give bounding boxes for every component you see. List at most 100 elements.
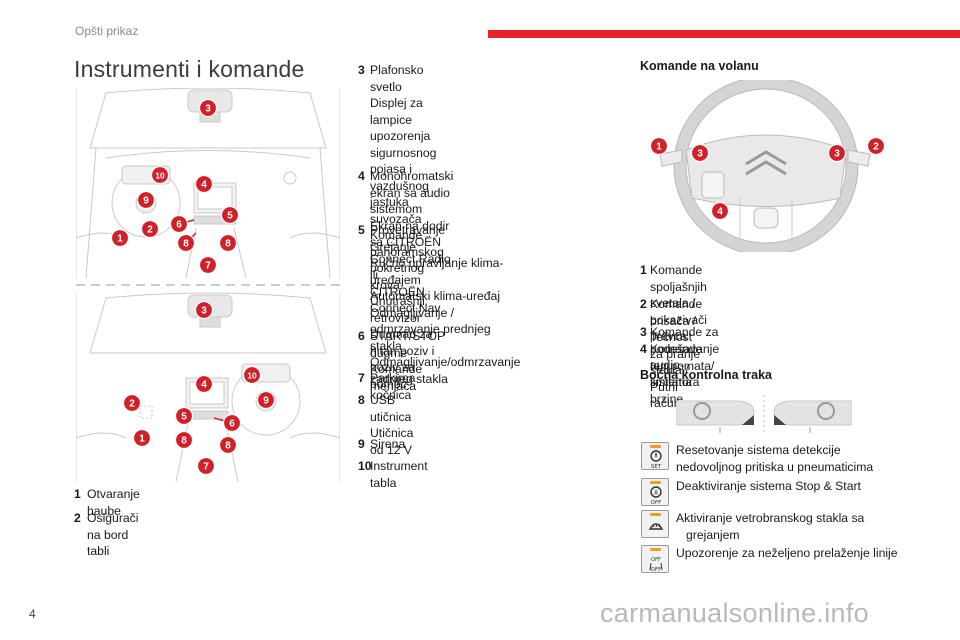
legend-num: 4: [358, 169, 365, 183]
callout-circle: [690, 143, 710, 163]
legend-num: 7: [358, 371, 365, 385]
legend-line: Parkirna kočnica: [370, 371, 416, 402]
tyre-pressure-icon: SET: [641, 442, 669, 470]
steering-line: Komande tempomata/ limitatora brzine: [650, 342, 715, 406]
callout-label: 4: [201, 180, 207, 191]
callout-label: 7: [203, 462, 209, 473]
callout-label: 1: [117, 234, 123, 245]
steering-num: 2: [640, 297, 647, 311]
legend-line: USB utičnica: [370, 393, 412, 424]
callout-circle: [194, 374, 214, 394]
legend-num: 8: [358, 393, 365, 407]
callout-circle: [218, 233, 238, 253]
callout-circle: [140, 219, 160, 239]
description-line: Deaktiviranje sistema Stop & Start: [676, 479, 861, 493]
steering-num: 1: [640, 263, 647, 277]
legend-line: Monohromatski ekran sa audio sistemom: [370, 169, 454, 216]
callout-circle: [222, 413, 242, 433]
callout-label: 2: [873, 142, 879, 153]
steering-heading: Komande na volanu: [640, 59, 759, 73]
steering-num: 4: [640, 342, 647, 356]
legend-line: Displej za lampice upozorenja sigurnosno…: [370, 96, 437, 160]
callout-label: 2: [147, 225, 153, 236]
legend-line: Grejanje: [370, 239, 417, 254]
callout-label: 6: [176, 220, 182, 231]
legend-item-1: 1 Otvaranje haube: [74, 486, 140, 519]
side-strip-heading: Bočna kontrolna traka: [640, 368, 772, 382]
callout-label: 3: [697, 149, 703, 160]
callout-circle: [194, 300, 214, 320]
callout-circle: [174, 430, 194, 450]
callout-circle: [150, 165, 170, 185]
legend-line: Automatski klima-uređaj: [370, 289, 501, 303]
callout-circle: [710, 201, 730, 221]
legend-line: Instrument tabla: [370, 459, 428, 490]
indicator-led: [650, 445, 661, 448]
callout-label: 3: [201, 306, 207, 317]
legend-line: START/STOP dugme: [370, 329, 445, 360]
svg-text:A: A: [654, 490, 659, 497]
callout-circle: [176, 233, 196, 253]
callout-circle: [136, 190, 156, 210]
callout-label: 8: [181, 436, 187, 447]
callout-circle: [169, 214, 189, 234]
watermark: carmanualsonline.info: [600, 598, 869, 628]
indicator-led: [650, 513, 661, 516]
callout-circle: [122, 393, 142, 413]
callout-label: 1: [656, 142, 662, 153]
steering-line: Komande spoljašnjih svetala / pokazivači: [650, 263, 707, 327]
legend-num: 6: [358, 329, 365, 343]
callout-circle: [198, 98, 218, 118]
callout-label: 6: [229, 419, 235, 430]
legend-line: Komande menjača: [370, 362, 423, 393]
legend-line: Komande panoramskog pokretnog krova: [370, 228, 444, 292]
legend-num: 2: [74, 511, 81, 525]
side-strip-description: Deaktiviranje sistema Stop & Start: [676, 478, 861, 495]
steering-line: Komande brisača / Tečnost za pranje stak…: [650, 297, 703, 377]
callout-circle: [242, 365, 262, 385]
callout-label: 3: [834, 149, 840, 160]
button-caption: OFF: [651, 500, 662, 506]
indicator-led: [650, 548, 661, 551]
legend-line: Utičnica od 12 V: [370, 426, 414, 457]
callout-label: 8: [183, 239, 189, 250]
description-line: nedovoljnog pritiska u pneumaticima: [676, 459, 874, 474]
callout-circle: [827, 143, 847, 163]
legend-line: Odmagljivanje / odmrzavanje prednjeg sta…: [370, 305, 491, 353]
steering-num: 3: [640, 325, 647, 339]
callout-label: 1: [139, 434, 145, 445]
button-caption: SET: [651, 464, 662, 470]
side-strip-diagram: [676, 395, 852, 433]
callout-circle: [132, 428, 152, 448]
callout-label: 8: [225, 239, 231, 250]
callout-label: 9: [143, 196, 149, 207]
callout-circle: [110, 228, 130, 248]
legend-line: Ručno upravljanje klima-uređajem: [370, 256, 504, 287]
legend-line: Plafonsko svetlo: [370, 63, 424, 94]
callout-label: 9: [263, 396, 269, 407]
page-number: 4: [29, 607, 36, 621]
page-title: Instrumenti i komande: [74, 56, 305, 82]
callout-circle: [194, 174, 214, 194]
legend-line: Odmagljivanje/odmrzavanje zadnjeg stakla: [370, 355, 521, 386]
callout-circle: [218, 435, 238, 455]
callout-label: 8: [225, 441, 231, 452]
legend-item-2: 2 Osigurači na bord tabli: [74, 510, 138, 560]
legend-line: Provetravanje: [370, 223, 446, 237]
description-line: Upozorenje za neželjeno prelaženje linij…: [676, 546, 898, 560]
steering-line: Komande za podešavanje audio-sistema: [650, 325, 720, 389]
callout-label: 4: [201, 380, 207, 391]
